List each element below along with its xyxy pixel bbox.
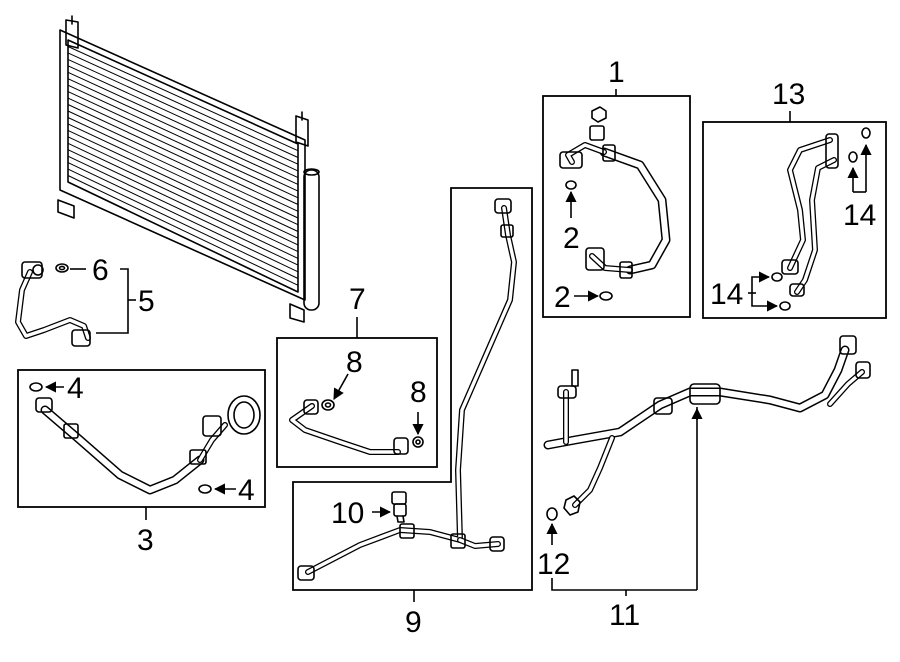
callout-13: 13 xyxy=(772,78,805,111)
callout-1: 1 xyxy=(608,56,625,89)
callout-5: 5 xyxy=(138,285,155,318)
part-1-hose xyxy=(559,106,671,279)
part-8-oring-left xyxy=(321,399,335,411)
callout-6: 6 xyxy=(92,254,109,287)
part-3-hose xyxy=(35,395,261,495)
part-6-oring xyxy=(55,263,69,273)
callout-2-upper: 2 xyxy=(563,222,580,255)
callout-14-upper: 14 xyxy=(843,199,876,232)
part-11-line xyxy=(543,335,871,516)
callout-3: 3 xyxy=(137,524,154,557)
part-7-tube xyxy=(289,399,409,455)
part-9-box xyxy=(292,187,533,591)
part-4-oring-upper xyxy=(29,382,43,392)
condenser-core xyxy=(59,29,306,301)
callout-2-lower: 2 xyxy=(554,281,571,314)
part-4-oring-lower xyxy=(198,484,212,494)
part-2-oring-upper xyxy=(565,180,577,190)
part-2-oring-lower xyxy=(599,291,613,301)
part-9-line xyxy=(297,198,517,581)
callout-8-left: 8 xyxy=(346,346,363,379)
part-10-pressure-switch xyxy=(391,491,407,523)
callout-7: 7 xyxy=(349,283,366,316)
part-7-box xyxy=(276,337,438,468)
callout-14-lower: 14 xyxy=(710,278,743,311)
callout-10: 10 xyxy=(331,497,364,530)
part-8-oring-right xyxy=(412,436,424,448)
part-12-oring xyxy=(546,507,558,521)
part-14-orings-upper xyxy=(848,127,871,163)
callout-12: 12 xyxy=(537,548,570,581)
callout-4-upper: 4 xyxy=(67,372,84,405)
part-5-tube xyxy=(15,261,91,347)
callout-8-right: 8 xyxy=(410,376,427,409)
part-13-tube xyxy=(781,133,839,297)
part-13-box xyxy=(702,121,887,319)
callout-9: 9 xyxy=(405,606,422,639)
condenser xyxy=(57,15,320,323)
part-1-box xyxy=(542,95,691,318)
part-14-orings-lower xyxy=(771,272,791,311)
part-3-box xyxy=(17,369,266,508)
condenser-brackets xyxy=(57,15,309,323)
callout-11: 11 xyxy=(609,599,640,632)
receiver-drier xyxy=(303,168,320,311)
callout-4-lower: 4 xyxy=(238,474,255,507)
